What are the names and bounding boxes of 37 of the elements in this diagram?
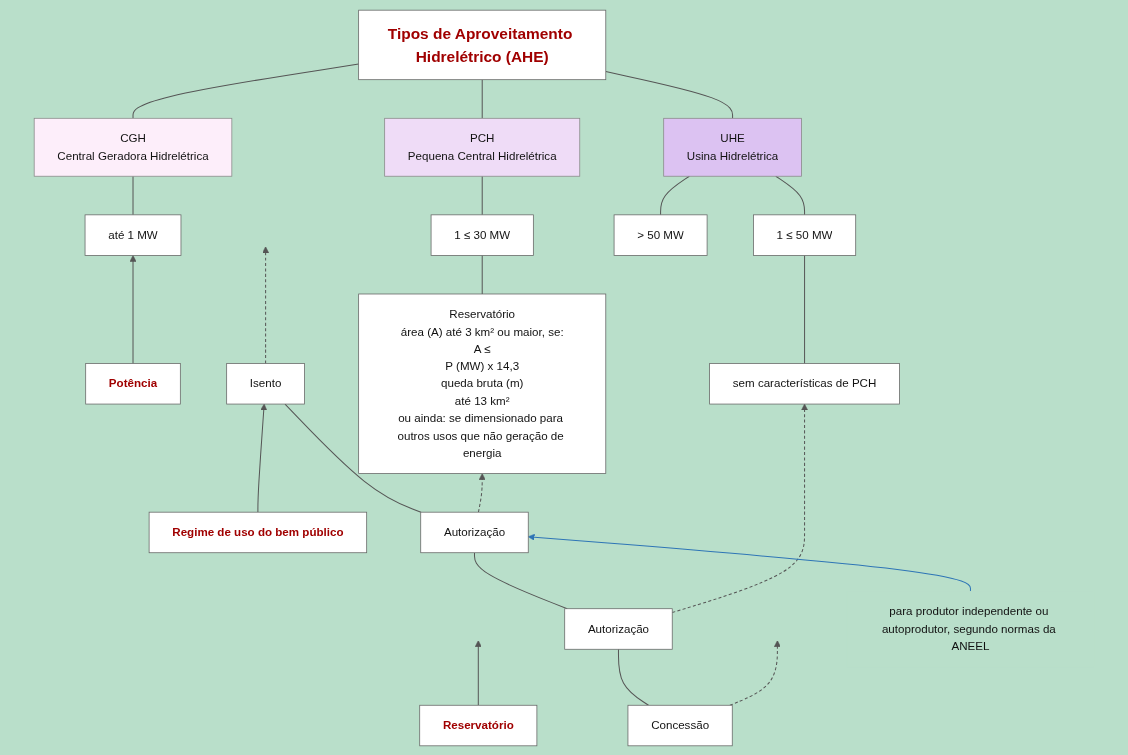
node-box: UHE Usina Hidrelétrica	[663, 117, 802, 177]
node-box: Autorização	[564, 607, 673, 650]
arrow	[257, 403, 268, 513]
arrow	[477, 472, 486, 513]
node-box: > 50 MW	[613, 213, 708, 256]
arrow	[129, 254, 137, 364]
node-box: Potência	[85, 362, 181, 404]
node-box: CGH Central Geradora Hidrelétrica	[33, 117, 233, 177]
node-box: até 1 MW	[84, 213, 182, 256]
arrow	[527, 533, 971, 592]
node-box: 1 ≤ 50 MW	[752, 213, 856, 256]
node-box: Autorização	[420, 511, 529, 553]
node-box: Regime de uso do bem público	[148, 511, 367, 553]
connector	[132, 175, 134, 215]
connector	[617, 648, 649, 706]
node-box: Reservatório área (A) até 3 km² ou maior, se: A ≤ P (MW) x 14,3 queda bruta (m) até 13 km² ou ainda: se dimensionado para outros usos que não geração de energia	[358, 293, 607, 474]
connector	[481, 254, 483, 294]
connector	[284, 403, 422, 513]
arrow	[729, 639, 781, 706]
connector	[132, 63, 360, 119]
node-text: para produtor independente ou autoprodutor, segundo normas da ANEEL	[881, 603, 1056, 652]
connector	[605, 70, 733, 119]
connector	[481, 175, 483, 215]
arrow	[671, 403, 808, 613]
connector	[481, 78, 483, 119]
connector	[803, 254, 805, 364]
node-box: Concessão	[627, 704, 733, 746]
node-box: Isento	[226, 362, 305, 404]
connector	[660, 175, 690, 215]
node-box: Tipos de Aproveitamento Hidrelétrico (AHE)	[358, 9, 607, 80]
arrow	[262, 245, 269, 364]
node-box: PCH Pequena Central Hidrelétrica	[384, 117, 581, 177]
node-box: 1 ≤ 30 MW	[430, 213, 534, 256]
node-box: Reservatório	[419, 704, 538, 746]
connector	[775, 175, 805, 215]
arrow	[474, 639, 482, 706]
node-box: sem características de PCH	[709, 362, 900, 404]
